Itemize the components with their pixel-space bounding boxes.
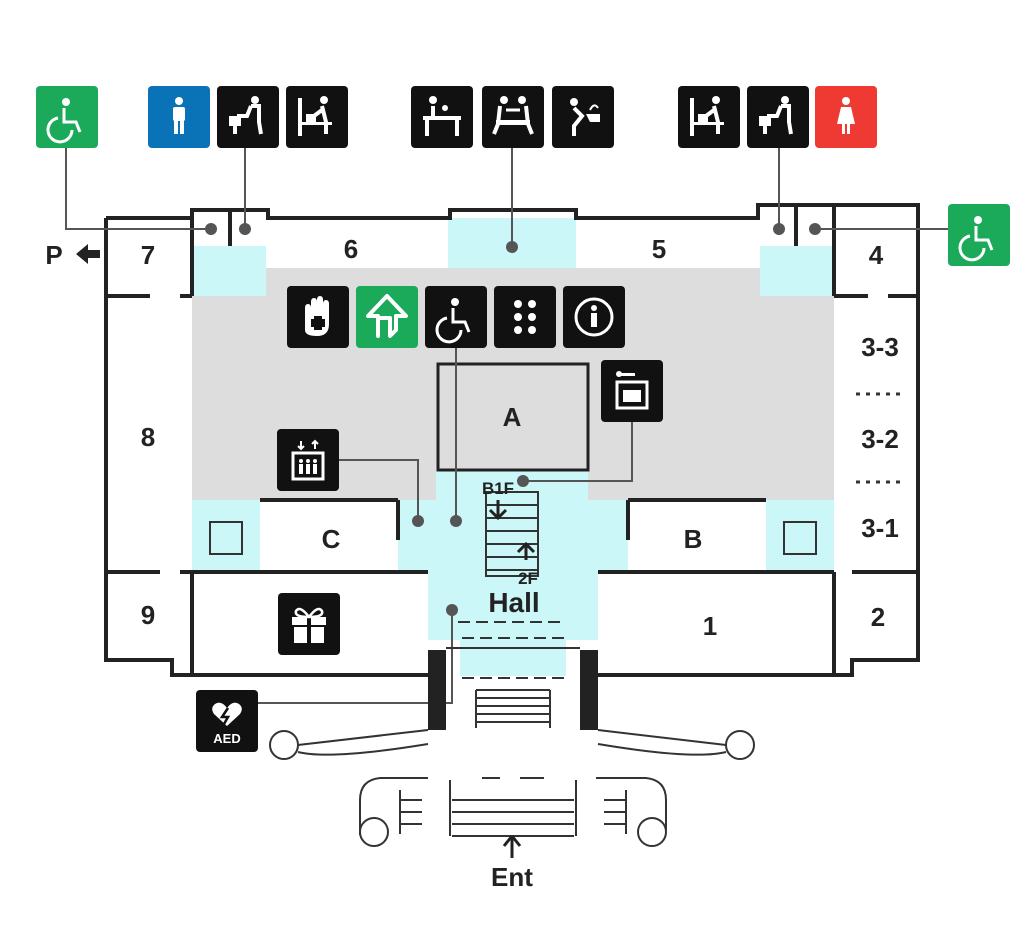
walls bbox=[104, 203, 920, 677]
room-8: 8 bbox=[141, 422, 155, 452]
emergency-exit-icon[interactable] bbox=[356, 286, 418, 348]
room-3-1: 3-1 bbox=[861, 513, 899, 543]
room-6: 6 bbox=[344, 234, 358, 264]
parking-label: P bbox=[45, 240, 62, 270]
highlight-zones bbox=[192, 218, 834, 676]
room-c: C bbox=[322, 524, 341, 554]
stairs-arrows bbox=[488, 500, 536, 560]
aed-heart-icon bbox=[212, 702, 242, 726]
nursing-icon[interactable] bbox=[411, 86, 473, 148]
gift-shop-icon[interactable] bbox=[278, 593, 340, 655]
stairs-up-label: 2F bbox=[518, 569, 538, 588]
room-1: 1 bbox=[703, 611, 717, 641]
information-icon[interactable] bbox=[563, 286, 625, 348]
elevator-shafts bbox=[209, 521, 817, 555]
room-3-3: 3-3 bbox=[861, 332, 899, 362]
entrance-label: Ent bbox=[491, 862, 533, 892]
elevator-icon[interactable] bbox=[277, 429, 339, 491]
room3-dividers bbox=[856, 392, 902, 484]
drinking-fountain-icon[interactable] bbox=[552, 86, 614, 148]
aed-icon[interactable]: AED bbox=[196, 690, 258, 752]
aed-label: AED bbox=[213, 731, 240, 746]
arrow-up-icon bbox=[502, 835, 522, 858]
room-4: 4 bbox=[869, 240, 884, 270]
accessible-restroom-icon[interactable] bbox=[36, 86, 98, 148]
stairs-down-label: B1F bbox=[482, 479, 514, 498]
baby-care-room-icon[interactable] bbox=[286, 86, 348, 148]
room-5: 5 bbox=[652, 234, 666, 264]
arrow-left-icon bbox=[76, 244, 100, 264]
help-mark-icon[interactable] bbox=[287, 286, 349, 348]
baby-changing-icon[interactable] bbox=[747, 86, 809, 148]
room-b: B bbox=[684, 524, 703, 554]
baby-changing-icon[interactable] bbox=[217, 86, 279, 148]
hall-label: Hall bbox=[488, 587, 539, 618]
room-a: A bbox=[503, 402, 522, 432]
coin-locker-icon[interactable] bbox=[601, 360, 663, 422]
entrance-structure bbox=[269, 621, 755, 847]
wheelchair-icon[interactable] bbox=[425, 286, 487, 348]
room-7: 7 bbox=[141, 240, 155, 270]
womens-restroom-icon[interactable] bbox=[815, 86, 877, 148]
baby-care-room-icon[interactable] bbox=[678, 86, 740, 148]
room-3-2: 3-2 bbox=[861, 424, 899, 454]
connector-lines bbox=[65, 148, 948, 704]
accessible-restroom-icon[interactable] bbox=[948, 204, 1010, 266]
central-staircase bbox=[485, 491, 539, 577]
room-2: 2 bbox=[871, 602, 885, 632]
rest-area-icon[interactable] bbox=[482, 86, 544, 148]
braille-icon[interactable] bbox=[494, 286, 556, 348]
connector-dots bbox=[205, 223, 821, 616]
mens-restroom-icon[interactable] bbox=[148, 86, 210, 148]
room-9: 9 bbox=[141, 600, 155, 630]
